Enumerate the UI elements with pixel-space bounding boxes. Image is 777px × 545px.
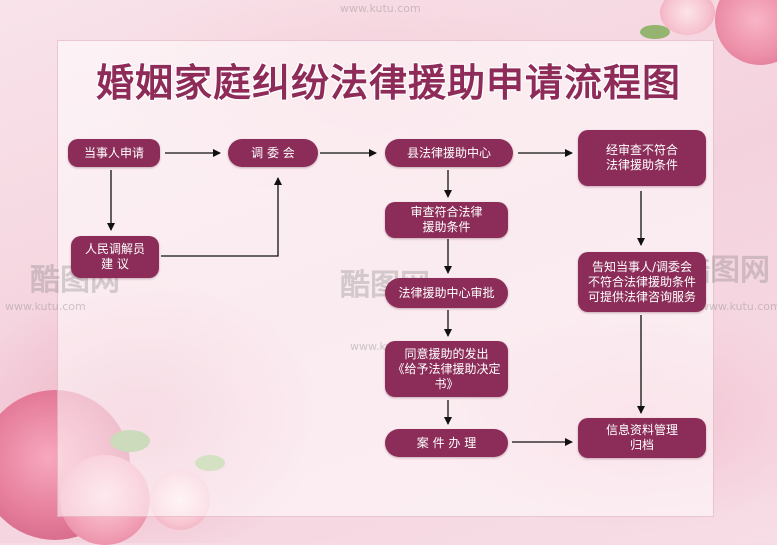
node-center-approval: 法律援助中心审批	[385, 278, 508, 308]
node-mediator-suggest: 人民调解员 建 议	[71, 236, 159, 278]
page-title: 婚姻家庭纠纷法律援助申请流程图	[95, 61, 681, 105]
node-agree-issue: 同意援助的发出 《给予法律援助决定书》	[385, 341, 508, 397]
node-county-center: 县法律援助中心	[385, 139, 513, 167]
watermark-url: www.kutu.com	[5, 300, 86, 313]
node-not-eligible: 经审查不符合 法律援助条件	[578, 130, 706, 186]
node-archive: 信息资料管理 归档	[578, 418, 706, 458]
node-case-handling: 案 件 办 理	[385, 429, 508, 457]
node-inform: 告知当事人/调委会 不符合法律援助条件 可提供法律咨询服务	[578, 252, 706, 312]
watermark-url: www.kutu.com	[700, 300, 777, 313]
node-applicant: 当事人申请	[68, 139, 160, 167]
watermark-url: www.kutu.com	[340, 2, 421, 15]
node-eligible: 审查符合法律 援助条件	[385, 202, 508, 238]
arrow-mediator-to-committee	[161, 177, 282, 257]
node-mediation-committee: 调 委 会	[228, 139, 318, 167]
